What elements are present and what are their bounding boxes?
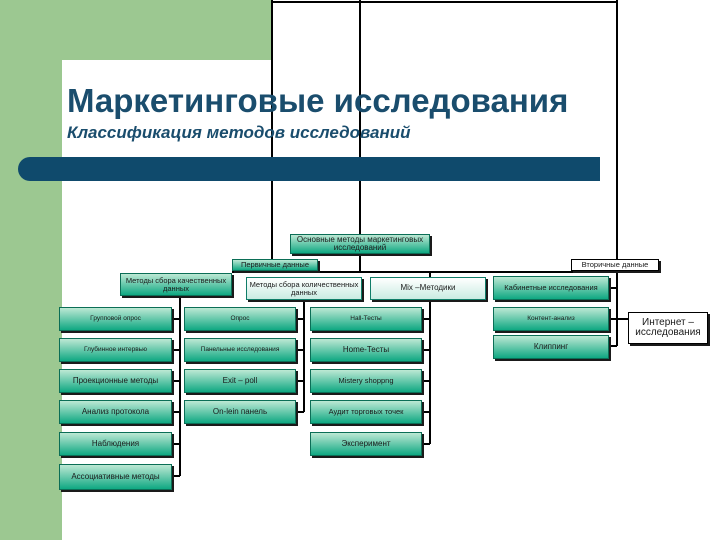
secondary-item: Кабинетные исследования <box>493 276 609 300</box>
mix-methods-node: Mix –Методики <box>370 277 486 300</box>
background-green-strip <box>0 0 62 540</box>
quantitative-item: Панельные исследования <box>184 338 296 362</box>
qualitative-item: Групповой опрос <box>59 307 172 331</box>
internet-research-node: Интернет – исследования <box>628 312 708 344</box>
qualitative-item: Глубинное интервью <box>59 338 172 362</box>
qualitative-item: Проекционные методы <box>59 369 172 393</box>
quantitative-item: Exit – poll <box>184 369 296 393</box>
qualitative-item: Анализ протокола <box>59 400 172 424</box>
secondary-item: Контент-анализ <box>493 307 609 331</box>
page-subtitle: Классификация методов исследований <box>67 123 411 142</box>
quantitative-item: On-lein панель <box>184 400 296 424</box>
primary-data-node: Первичные данные <box>232 259 318 271</box>
quantitative-item: Опрос <box>184 307 296 331</box>
qualitative-item: Наблюдения <box>59 432 172 456</box>
secondary-data-node: Вторичные данные <box>571 259 659 271</box>
qualitative-item: Ассоциативные методы <box>59 464 172 490</box>
mix-item: Mistery shoppng <box>310 369 422 393</box>
mix-item: Эксперимент <box>310 432 422 456</box>
secondary-item: Клиппинг <box>493 335 609 359</box>
root-node: Основные методы маркетинговых исследован… <box>290 234 430 254</box>
mix-item: Hall-Тесты <box>310 307 422 331</box>
title-divider-bar <box>18 157 600 181</box>
mix-item: Home-Тесты <box>310 338 422 362</box>
page-title: Маркетинговые исследования <box>67 82 569 119</box>
qualitative-methods-node: Методы сбора качественных данных <box>120 273 232 296</box>
background-green-top <box>0 0 272 60</box>
mix-item: Аудит торговых точек <box>310 400 422 424</box>
quantitative-methods-node: Методы сбора количественных данных <box>246 277 362 300</box>
